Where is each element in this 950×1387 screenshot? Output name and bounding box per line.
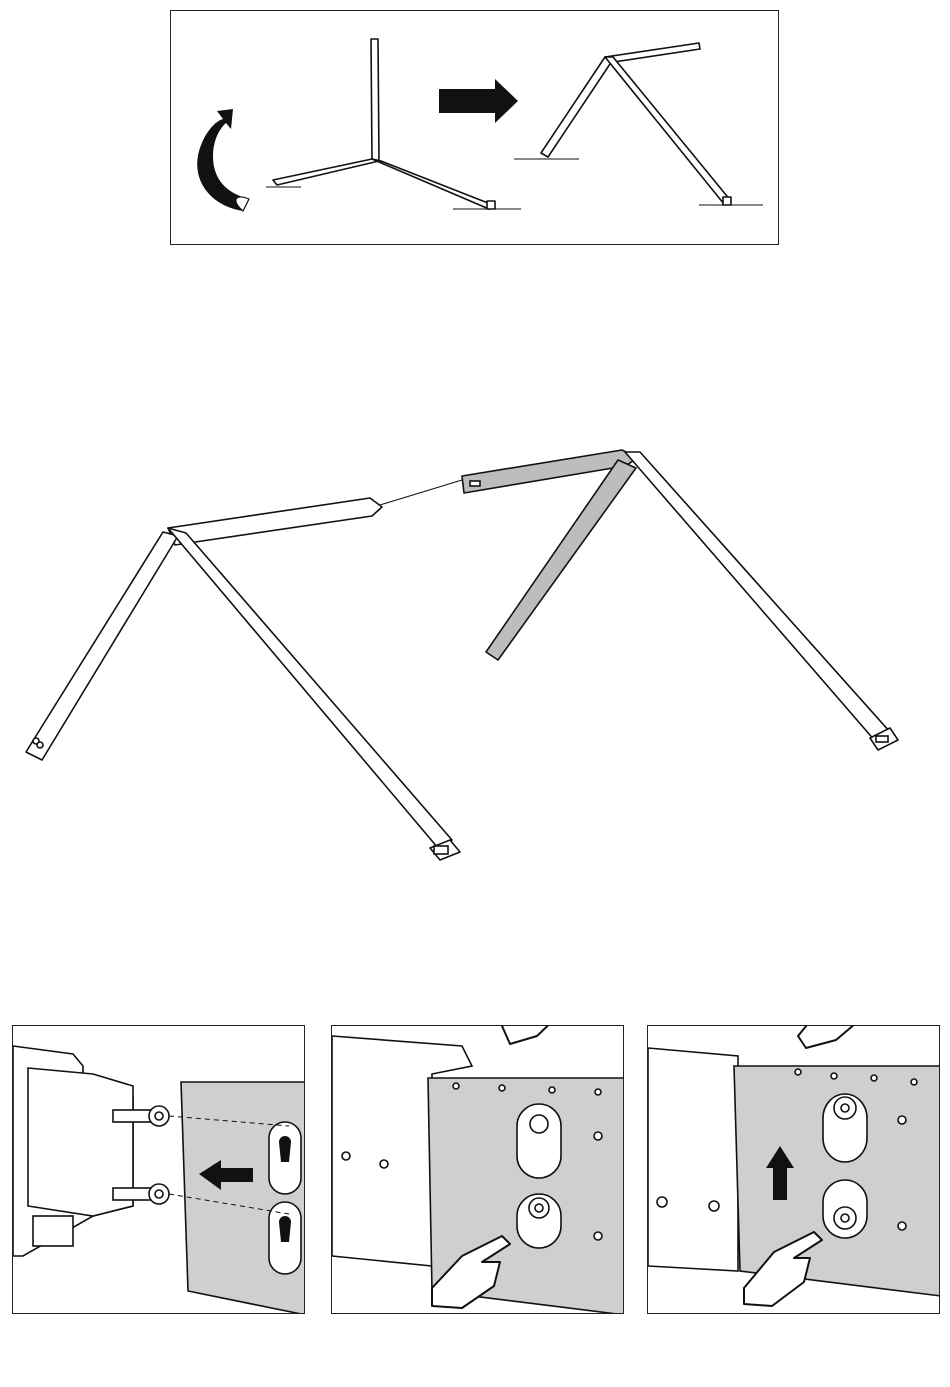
detail-panel-slide-up xyxy=(647,1025,940,1314)
detail-panel-press-panel xyxy=(331,1025,624,1314)
detail-panel-insert-screws xyxy=(12,1025,305,1314)
left-leg-frame xyxy=(26,498,460,860)
panel3-illustration xyxy=(648,1026,940,1314)
connector-line xyxy=(380,480,462,505)
pointing-hand-icon xyxy=(502,1025,562,1044)
panel2-illustration xyxy=(332,1026,624,1314)
panel1-illustration xyxy=(13,1026,305,1314)
pointing-hand-icon xyxy=(798,1025,862,1048)
right-leg-frame xyxy=(462,450,898,750)
